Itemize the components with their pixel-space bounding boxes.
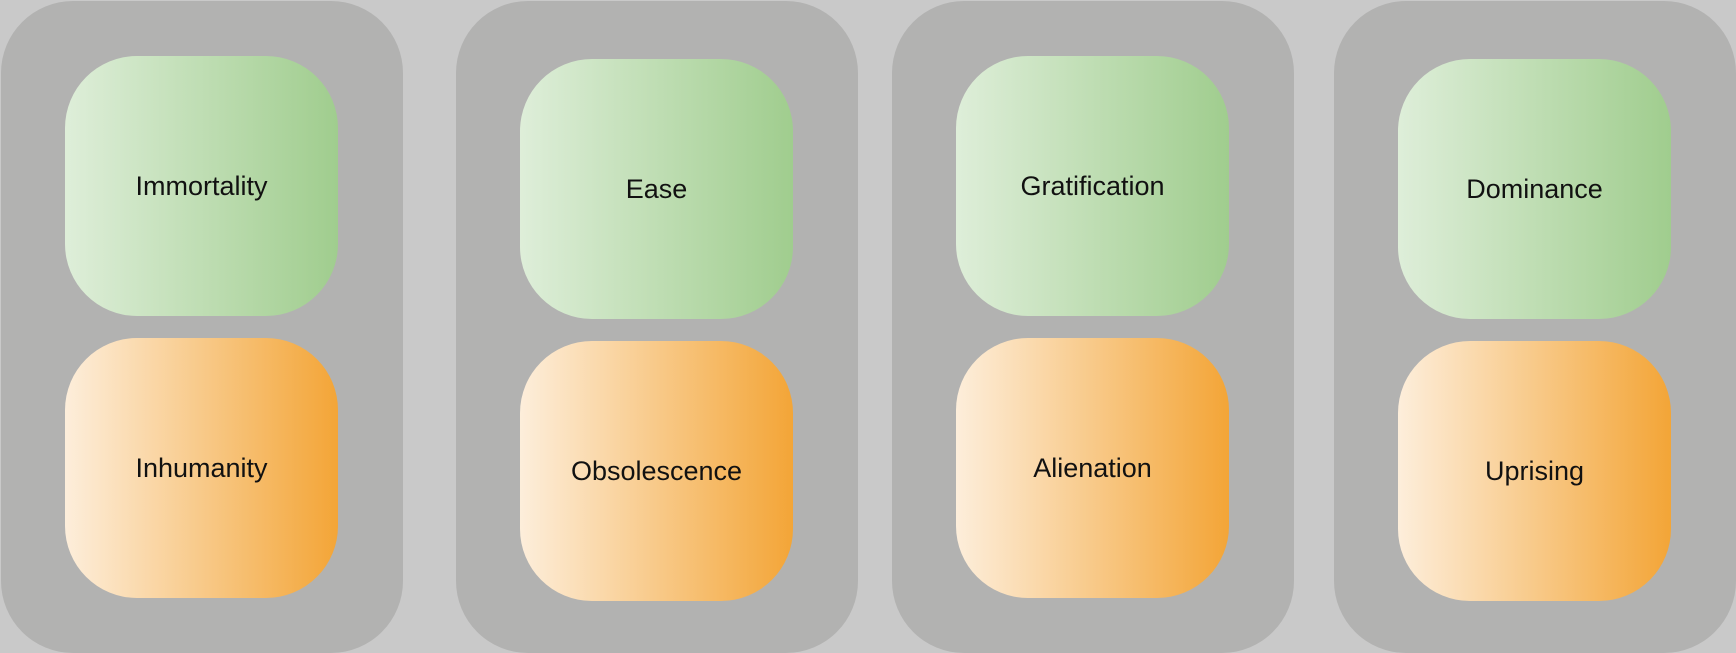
risk-label: Obsolescence bbox=[570, 455, 743, 486]
risk-label: Inhumanity bbox=[135, 452, 268, 483]
benefit-label: Immortality bbox=[135, 170, 268, 201]
benefit-card: Dominance bbox=[1398, 59, 1671, 319]
pair-column-1: Immortality Inhumanity bbox=[1, 1, 403, 653]
pair-column-2: Ease Obsolescence bbox=[456, 1, 858, 653]
risk-label: Uprising bbox=[1484, 455, 1585, 486]
pair-column-4: Dominance Uprising bbox=[1334, 1, 1736, 653]
benefit-label: Dominance bbox=[1466, 173, 1603, 204]
benefit-card: Immortality bbox=[65, 56, 338, 316]
risk-card: Alienation bbox=[956, 338, 1229, 598]
benefit-label: Gratification bbox=[1020, 170, 1165, 201]
risk-label: Alienation bbox=[1033, 452, 1152, 483]
benefit-label: Ease bbox=[625, 173, 688, 204]
benefit-card: Gratification bbox=[956, 56, 1229, 316]
risk-card: Uprising bbox=[1398, 341, 1671, 601]
risk-card: Obsolescence bbox=[520, 341, 793, 601]
risk-card: Inhumanity bbox=[65, 338, 338, 598]
benefit-card: Ease bbox=[520, 59, 793, 319]
pair-column-3: Gratification Alienation bbox=[892, 1, 1294, 653]
